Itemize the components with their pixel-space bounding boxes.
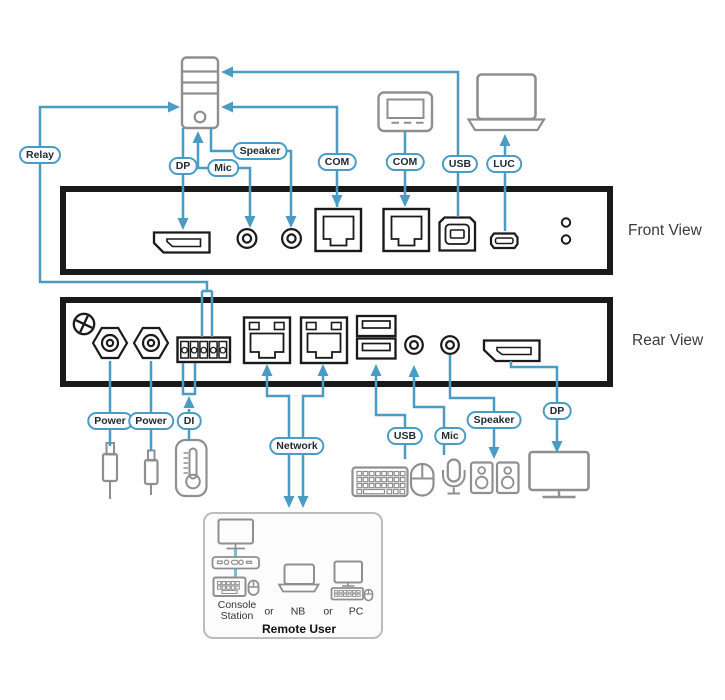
terminal-block (176, 336, 232, 364)
remote-user-box (203, 512, 383, 639)
displayport-port-rear (482, 339, 541, 363)
usb-b-port (438, 216, 477, 252)
laptop-icon (466, 73, 546, 132)
label-com-2: COM (385, 153, 425, 171)
label-dp-top: DP (168, 157, 198, 175)
rear-panel (60, 297, 613, 387)
nb-label: NB (290, 605, 306, 618)
com-port-2 (382, 207, 431, 253)
displayport-port-front (152, 231, 211, 254)
label-luc: LUC (486, 155, 522, 173)
luc-mini-usb-port (489, 232, 519, 250)
pc-icon (330, 560, 374, 602)
label-usb-top: USB (441, 155, 479, 173)
nb-laptop-icon (277, 563, 321, 593)
com-port-1 (314, 207, 363, 253)
rear-view-title: Rear View (632, 332, 704, 349)
remote-user-title: Remote User (261, 622, 337, 636)
monitor-icon (528, 450, 590, 499)
label-speaker-top: Speaker (232, 142, 288, 160)
mic-jack-rear (404, 335, 424, 355)
keyboard-icon (351, 466, 409, 498)
console-station-mouse-icon (247, 579, 260, 596)
console-station-device-icon (211, 556, 260, 570)
arrowheads (168, 66, 563, 508)
speaker-jack-front (281, 228, 303, 250)
speaker-jack-rear (440, 335, 460, 355)
front-led-indicators (560, 217, 572, 245)
serial-device-icon (377, 91, 434, 133)
pc-label: PC (348, 605, 364, 618)
power-adapter-icon-1 (101, 442, 119, 499)
connection-lines (38, 70, 559, 496)
label-relay: Relay (18, 146, 62, 164)
label-di: DI (176, 412, 202, 430)
lan-port-2 (299, 316, 349, 365)
label-power-2: Power (128, 412, 174, 430)
label-speaker-bottom: Speaker (466, 411, 522, 429)
label-power-1: Power (87, 412, 133, 430)
usb-a-ports-rear (355, 314, 397, 360)
console-station-monitor-icon (217, 518, 254, 550)
power-adapter-icon-2 (143, 449, 159, 495)
grounding-screw (72, 312, 96, 336)
console-station-keyboard-icon (212, 576, 247, 597)
or-label-2: or (323, 605, 333, 618)
power-jack-1 (91, 326, 129, 360)
label-usb-bottom: USB (386, 427, 424, 445)
or-label-1: or (264, 605, 274, 618)
label-com-1: COM (317, 153, 357, 171)
speakers-icon (469, 461, 520, 495)
power-jack-2 (132, 326, 170, 360)
label-network: Network (269, 437, 325, 455)
label-mic-bottom: Mic (434, 427, 466, 445)
mic-jack-front (236, 228, 258, 250)
microphone-icon (442, 458, 466, 495)
label-dp-bottom: DP (542, 402, 572, 420)
console-station-label: Console Station (217, 599, 257, 622)
mouse-icon (409, 462, 435, 497)
computer-tower-icon (180, 56, 220, 130)
temperature-sensor-icon (174, 438, 208, 498)
front-view-title: Front View (628, 222, 702, 239)
label-mic-top: Mic (207, 159, 239, 177)
lan-port-1 (242, 316, 292, 365)
